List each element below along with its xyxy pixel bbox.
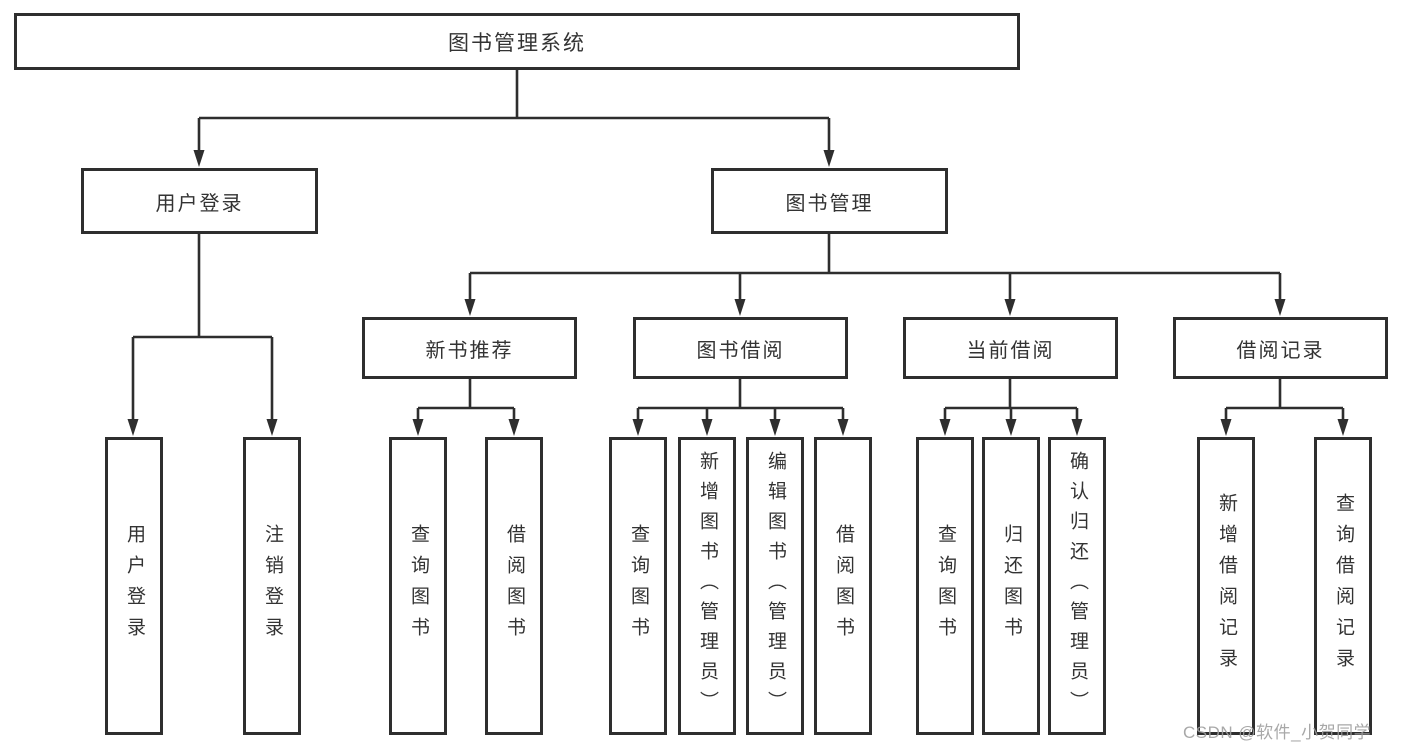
node-label: 当前借阅: [966, 339, 1055, 362]
leaf-label: 查询图书: [934, 524, 956, 648]
node-label: 用户登录: [155, 192, 244, 215]
leaf-logout: 注销登录: [243, 437, 301, 735]
node-current-borrow: 当前借阅: [903, 317, 1118, 379]
node-label: 图书管理系统: [448, 31, 586, 55]
leaf-label: 确认归还（管理员）: [1066, 451, 1088, 721]
node-book-management: 图书管理: [711, 168, 948, 234]
node-new-book-recommend: 新书推荐: [362, 317, 577, 379]
leaf-label: 新增借阅记录: [1215, 493, 1237, 679]
leaf-label: 用户登录: [123, 524, 145, 648]
node-label: 图书借阅: [696, 339, 785, 362]
arrowheads: [127, 150, 1349, 436]
leaf-add-borrow-record: 新增借阅记录: [1197, 437, 1255, 735]
leaf-label: 借阅图书: [503, 524, 525, 648]
node-book-borrow: 图书借阅: [633, 317, 848, 379]
leaf-edit-books-admin: 编辑图书（管理员）: [746, 437, 804, 735]
leaf-label: 查询借阅记录: [1332, 493, 1354, 679]
leaf-query-books-recommend: 查询图书: [389, 437, 447, 735]
leaf-label: 新增图书（管理员）: [696, 451, 718, 721]
node-label: 新书推荐: [425, 339, 514, 362]
node-borrow-records: 借阅记录: [1173, 317, 1388, 379]
leaf-label: 借阅图书: [832, 524, 854, 648]
leaf-confirm-return-admin: 确认归还（管理员）: [1048, 437, 1106, 735]
leaf-return-books: 归还图书: [982, 437, 1040, 735]
leaf-label: 查询图书: [407, 524, 429, 648]
leaf-borrow-books: 借阅图书: [814, 437, 872, 735]
node-label: 图书管理: [785, 192, 874, 215]
watermark-text: CSDN @软件_小贺同学: [1183, 723, 1372, 742]
leaf-label: 查询图书: [627, 524, 649, 648]
leaf-query-books-current: 查询图书: [916, 437, 974, 735]
node-user-login: 用户登录: [81, 168, 318, 234]
leaf-user-login: 用户登录: [105, 437, 163, 735]
leaf-label: 注销登录: [261, 524, 283, 648]
leaf-query-books-borrow: 查询图书: [609, 437, 667, 735]
leaf-borrow-books-recommend: 借阅图书: [485, 437, 543, 735]
node-root-library-system: 图书管理系统: [14, 13, 1020, 70]
node-label: 借阅记录: [1236, 339, 1325, 362]
leaf-query-borrow-record: 查询借阅记录: [1314, 437, 1372, 735]
leaf-add-books-admin: 新增图书（管理员）: [678, 437, 736, 735]
leaf-label: 编辑图书（管理员）: [764, 451, 786, 721]
leaf-label: 归还图书: [1000, 524, 1022, 648]
